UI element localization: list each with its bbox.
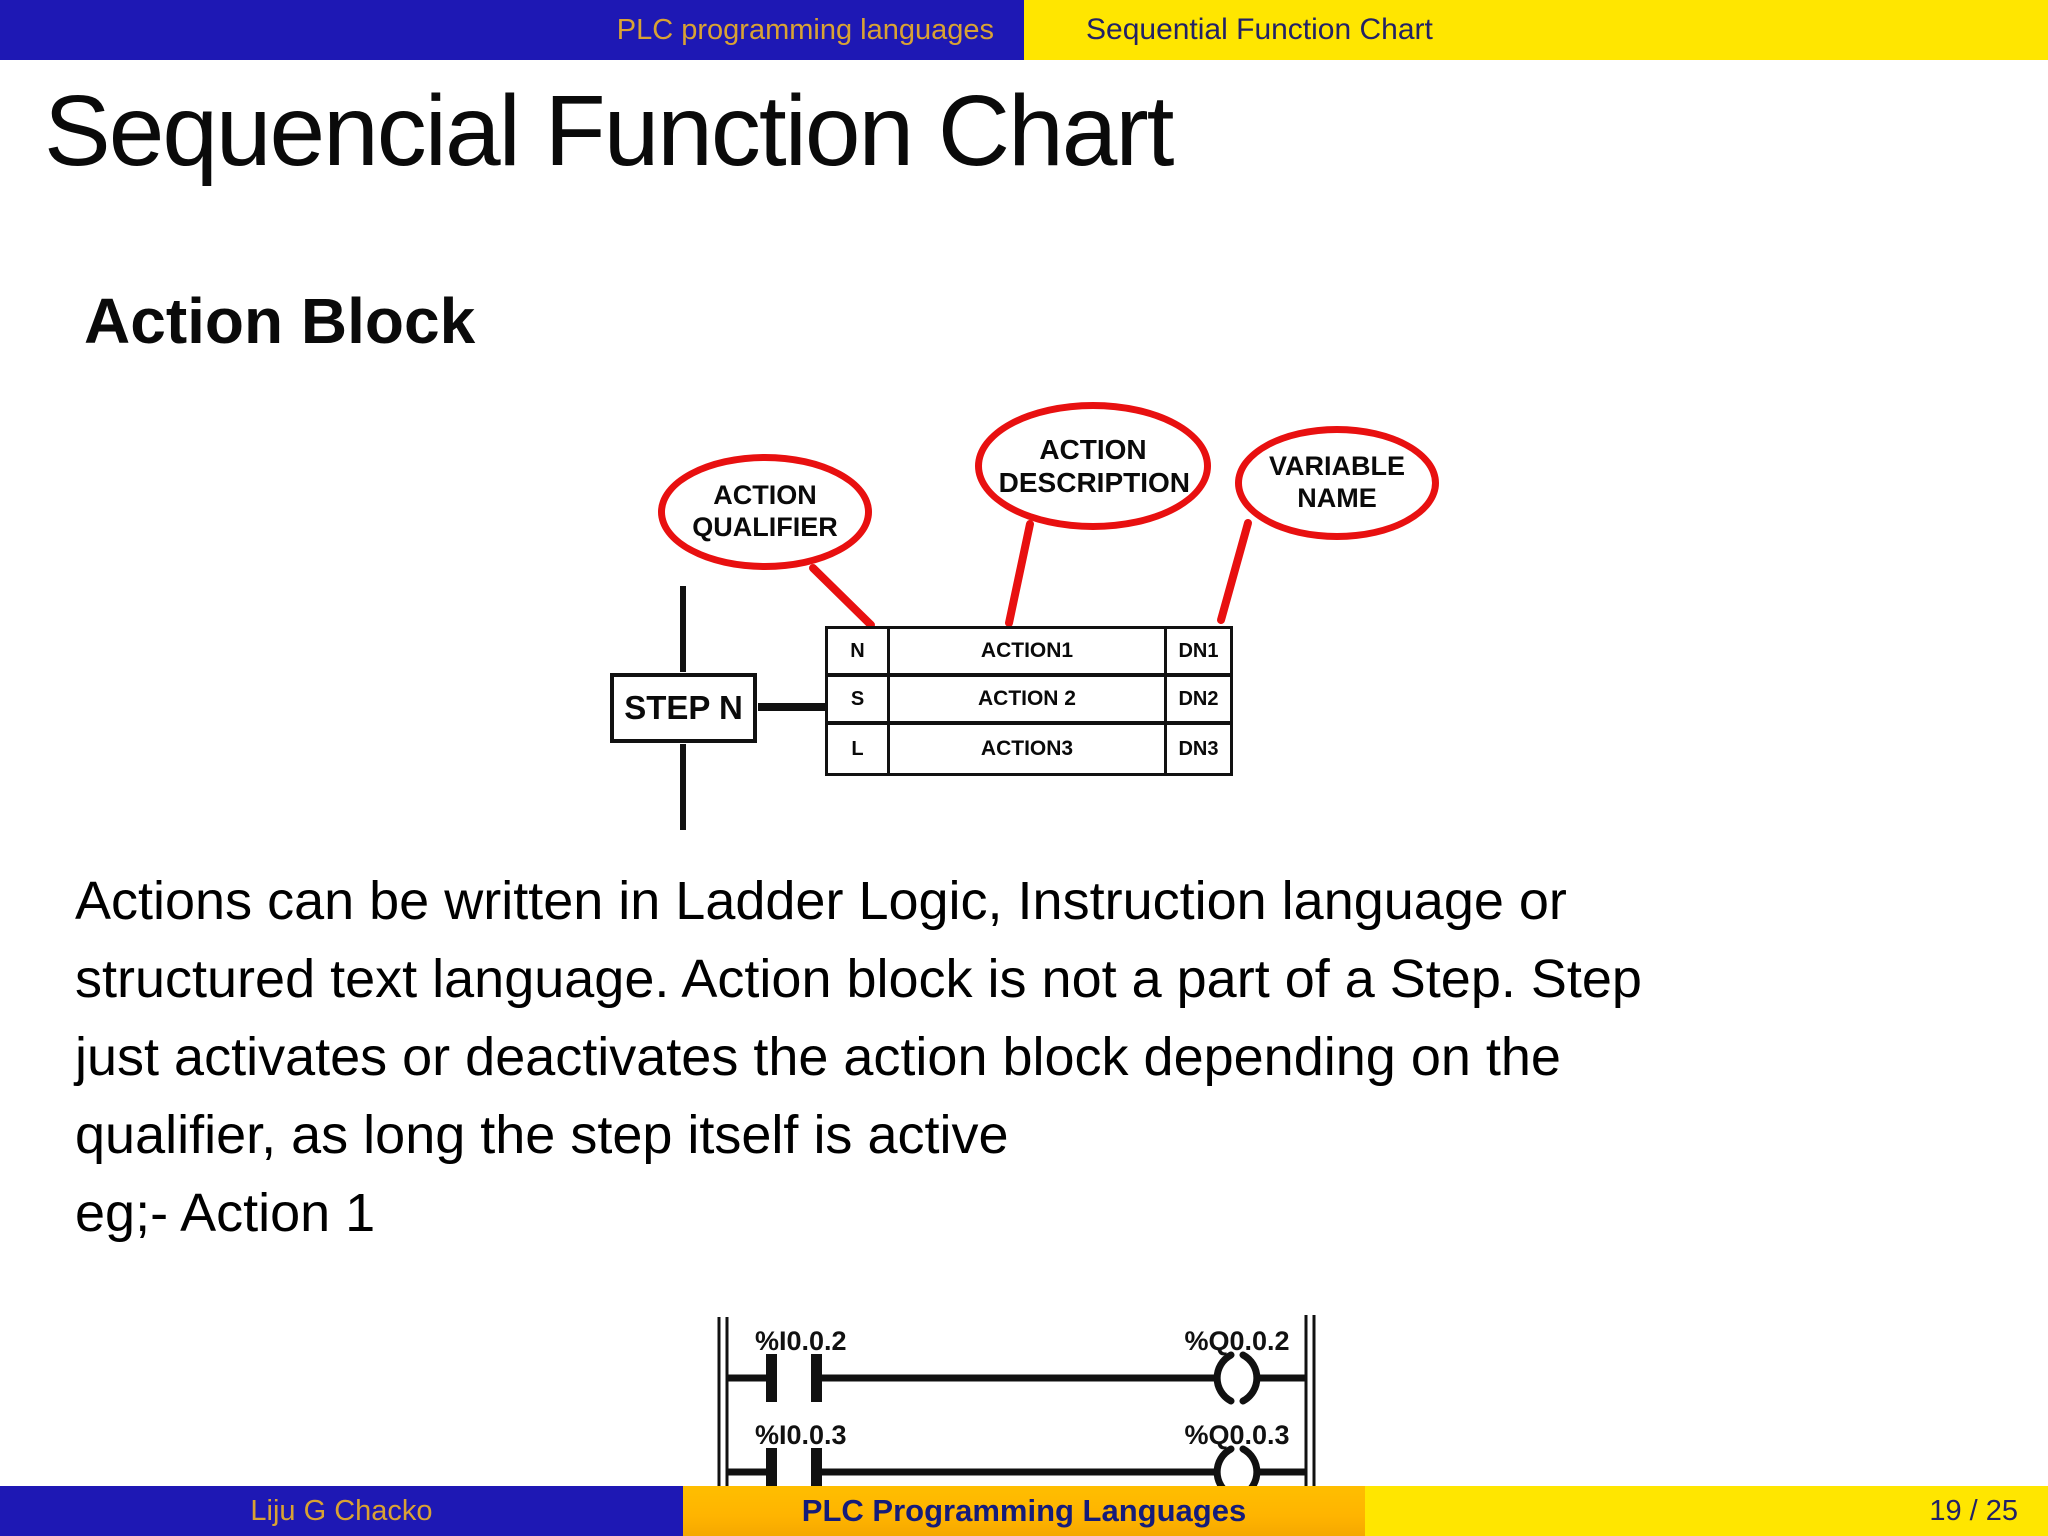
rung2-coil-right-paren — [1239, 1445, 1261, 1486]
callout-label: ACTION DESCRIPTION — [998, 433, 1191, 498]
variable-cell: DN3 — [1164, 725, 1230, 773]
page-title: Sequencial Function Chart — [44, 75, 1174, 187]
rung1-contact-label: %I0.0.2 — [755, 1326, 847, 1356]
description-cell: ACTION 2 — [977, 687, 1076, 710]
footer-deck-title: PLC Programming Languages — [801, 1493, 1247, 1528]
body-line: qualifier, as long the step itself is ac… — [75, 1105, 1009, 1165]
callout-action-qualifier: ACTION QUALIFIER — [658, 454, 872, 570]
rung1-coil-right-paren — [1239, 1351, 1261, 1405]
top-bar: PLC programming languages Sequential Fun… — [0, 0, 2048, 60]
footer-page-indicator: 19 / 25 — [1929, 1494, 2018, 1527]
table-row: S ACTION 2 DN2 — [828, 677, 1230, 725]
action-block-diagram: ACTION QUALIFIER ACTION DESCRIPTION VARI… — [580, 400, 1460, 830]
rung2-coil-left-paren — [1213, 1445, 1235, 1486]
step-n-box: STEP N — [610, 673, 757, 743]
rung1-contact-bar-left — [766, 1354, 777, 1402]
rung2-coil-label: %Q0.0.3 — [1184, 1420, 1289, 1450]
topbar-section-tab: PLC programming languages — [0, 0, 1024, 60]
qualifier-cell: L — [828, 725, 890, 773]
body-text: Actions can be written in Ladder Logic, … — [75, 862, 1642, 1252]
body-line: just activates or deactivates the action… — [75, 1027, 1561, 1087]
diagram-connector-lines — [680, 519, 1252, 830]
callout-label: ACTION QUALIFIER — [692, 480, 838, 542]
topbar-slide-label: Sequential Function Chart — [1086, 13, 1433, 46]
callout-line-qualifier — [809, 564, 875, 629]
rung1-contact-bar-right — [811, 1354, 822, 1402]
topbar-slide-tab: Sequential Function Chart — [1024, 0, 2048, 60]
table-row: N ACTION1 DN1 — [828, 629, 1230, 677]
description-cell: ACTION3 — [980, 737, 1074, 760]
callout-line-variable — [1217, 519, 1252, 624]
table-row: L ACTION3 DN3 — [828, 725, 1230, 773]
callout-label: VARIABLE NAME — [1268, 451, 1405, 513]
footer-page-section: 19 / 25 — [1365, 1486, 2048, 1536]
description-cell: ACTION1 — [980, 639, 1074, 662]
rung1-coil-label: %Q0.0.2 — [1184, 1326, 1289, 1356]
ladder-logic-diagram: %I0.0.2 %Q0.0.2 %I0.0.3 %Q0.0.3 — [700, 1300, 1340, 1486]
body-line: Actions can be written in Ladder Logic, … — [75, 871, 1567, 931]
callout-variable-name: VARIABLE NAME — [1235, 426, 1439, 540]
callout-line-description — [1005, 520, 1034, 627]
topbar-section-label: PLC programming languages — [616, 13, 994, 46]
callout-action-description: ACTION DESCRIPTION — [975, 402, 1211, 530]
variable-cell: DN2 — [1164, 677, 1230, 721]
rung2-contact-bar-left — [766, 1448, 777, 1486]
rung1-coil-left-paren — [1213, 1351, 1235, 1405]
body-line: structured text language. Action block i… — [75, 949, 1642, 1009]
qualifier-cell: S — [828, 677, 890, 721]
rung2-contact-label: %I0.0.3 — [755, 1420, 847, 1450]
footer-bar: Liju G Chacko PLC Programming Languages … — [0, 1486, 2048, 1536]
footer-author-section: Liju G Chacko — [0, 1486, 683, 1536]
body-line-example: eg;- Action 1 — [75, 1183, 376, 1243]
section-heading: Action Block — [84, 285, 476, 357]
rung2-contact-bar-right — [811, 1448, 822, 1486]
ladder-svg: %I0.0.2 %Q0.0.2 %I0.0.3 %Q0.0.3 — [717, 1315, 1316, 1486]
footer-title-section: PLC Programming Languages — [683, 1486, 1365, 1536]
action-block-table: N ACTION1 DN1 S ACTION 2 DN2 L ACTION3 D… — [825, 626, 1233, 776]
qualifier-cell: N — [828, 629, 890, 673]
footer-author: Liju G Chacko — [250, 1494, 433, 1527]
variable-cell: DN1 — [1164, 629, 1230, 673]
